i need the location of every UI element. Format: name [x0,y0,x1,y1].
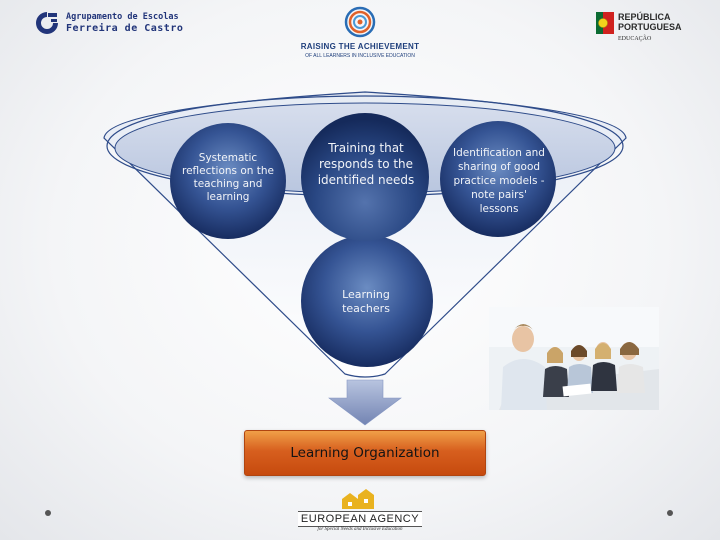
raising-achievement-subtitle: OF ALL LEARNERS IN INCLUSIVE EDUCATION [290,53,430,59]
european-agency-logo-icon [338,487,382,511]
teachers-photo [489,307,659,410]
school-logo: Agrupamento de Escolas Ferreira de Castr… [34,8,184,38]
circle-center-label: Training that responds to the identified… [314,140,418,188]
circle-bottom-label: Learning teachers [326,288,406,316]
raising-achievement-logo: RAISING THE ACHIEVEMENT OF ALL LEARNERS … [290,6,430,66]
government-logo: REPÚBLICA PORTUGUESA EDUCAÇÃO [596,10,692,46]
circle-left-label: Systematic reflections on the teaching a… [180,152,276,204]
government-logo-line2: PORTUGUESA [618,22,682,32]
european-agency-logo: EUROPEAN AGENCY for Special Needs and In… [298,487,422,535]
portugal-flag-icon [596,12,614,34]
government-logo-line1: REPÚBLICA [618,12,682,22]
school-logo-line1: Agrupamento de Escolas [66,12,183,23]
slide-corner-dot [45,510,51,516]
circle-right-label: Identification and sharing of good pract… [452,146,546,216]
government-logo-ministry: EDUCAÇÃO [618,36,651,42]
slide-corner-dot [667,510,673,516]
european-agency-subtitle: for Special Needs and Inclusive Educatio… [298,527,422,532]
down-arrow-icon [329,380,401,425]
school-logo-icon [34,10,60,36]
raising-achievement-logo-icon [344,6,376,38]
raising-achievement-title: RAISING THE ACHIEVEMENT [290,42,430,51]
school-logo-line2: Ferreira de Castro [66,23,183,34]
learning-organization-box: Learning Organization [244,430,486,476]
european-agency-name: EUROPEAN AGENCY [298,511,422,527]
